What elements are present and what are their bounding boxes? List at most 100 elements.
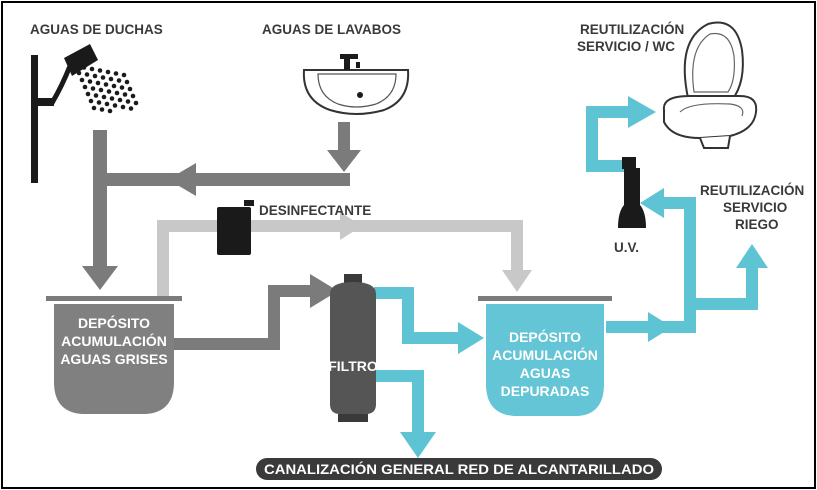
- pipe-disinfectant-down: [511, 220, 523, 276]
- shower-drop: [133, 100, 139, 106]
- shower-drop: [116, 78, 122, 83]
- label-reuse-irrigation-3: RIEGO: [735, 217, 779, 232]
- filter-unit: [330, 274, 376, 422]
- shower-drop: [88, 98, 94, 104]
- toilet-icon: [662, 21, 758, 149]
- shower-drop: [97, 68, 103, 73]
- pipe-tank-to-filter-1: [172, 338, 268, 350]
- clean-pipes: [374, 96, 768, 458]
- shower-drop: [121, 72, 127, 78]
- shower-drop: [120, 104, 126, 110]
- shower-drop: [103, 82, 109, 87]
- grey-tank-line-1: DEPÓSITO: [78, 314, 150, 331]
- arrow-into-clean-tank-cyan: [458, 322, 484, 354]
- pipe-filter-to-sewer-v: [412, 370, 424, 436]
- label-uv: U.V.: [614, 240, 639, 255]
- shower-drop: [113, 71, 119, 76]
- shower-drop: [93, 93, 99, 98]
- grey-tank-line-3: AGUAS GRISES: [60, 351, 167, 367]
- sink-icon: [302, 54, 410, 115]
- shower-drop: [98, 87, 104, 93]
- arrow-irrigation-up: [736, 244, 768, 268]
- shower-drop: [128, 106, 134, 111]
- shower-drop: [124, 79, 130, 85]
- pipe-tank-to-filter-3: [268, 285, 316, 297]
- shower-drop: [73, 63, 79, 69]
- arrow-into-sewer: [400, 432, 436, 458]
- shower-drop: [109, 96, 115, 101]
- arrow-left: [168, 163, 196, 196]
- arrow-disinfectant-right: [340, 212, 362, 240]
- pipe-shower-down: [93, 130, 107, 270]
- label-showers: AGUAS DE DUCHAS: [30, 22, 163, 37]
- shower-drop: [76, 70, 82, 76]
- pipe-uv-to-wc-v: [586, 106, 598, 172]
- shower-drop: [87, 79, 93, 84]
- label-reuse-irrigation-1: REUTILIZACIÓN: [700, 183, 804, 198]
- shower-drop: [107, 108, 113, 114]
- sewer-banner: [256, 458, 662, 480]
- shower-drop: [104, 101, 110, 107]
- clean-tank-line-2: ACUMULACIÓN: [492, 346, 598, 363]
- clean-tank-line-3: AGUAS: [520, 365, 571, 381]
- shower-icon: [31, 44, 139, 183]
- pipe-disinfectant-up: [157, 220, 169, 300]
- shower-drop: [130, 93, 136, 99]
- shower-drop: [101, 94, 107, 100]
- pipe-to-irrigation-h: [684, 298, 748, 310]
- shower-drop: [85, 91, 91, 97]
- filter-label: FILTRO: [328, 358, 378, 374]
- label-disinfectant: DESINFECTANTE: [259, 203, 371, 218]
- shower-drop: [81, 65, 87, 70]
- grey-water-tank: [46, 296, 182, 414]
- shower-drop: [112, 103, 118, 108]
- pipe-clean-tank-out: [606, 321, 686, 333]
- label-reuse-wc-2: SERVICIO / WC: [577, 39, 675, 54]
- pipe-uv-to-wc-top: [586, 106, 636, 118]
- grey-pipes: [82, 122, 361, 350]
- shower-drop: [127, 86, 133, 92]
- shower-drop: [96, 100, 102, 105]
- pipe-riser: [684, 197, 696, 333]
- arrow-into-wc: [628, 96, 656, 128]
- shower-drop: [100, 75, 106, 80]
- label-reuse-wc-1: REUTILIZACIÓN: [580, 22, 684, 37]
- grey-tank-line-2: ACUMULACIÓN: [61, 332, 167, 349]
- label-sinks: AGUAS DE LAVABOS: [262, 22, 401, 37]
- shower-drop: [108, 76, 114, 82]
- shower-drop: [90, 86, 96, 91]
- pipe-filter-to-sewer-h: [374, 370, 424, 382]
- clean-water-tank: [478, 296, 612, 416]
- shower-drop: [111, 83, 117, 89]
- pipe-filter-down: [402, 287, 414, 344]
- shower-drop: [117, 97, 123, 103]
- clean-tank-line-1: DEPÓSITO: [509, 328, 581, 345]
- arrow-into-uv: [640, 188, 664, 218]
- sewer-banner-text: CANALIZACIÓN GENERAL RED DE ALCANTARILLA…: [264, 460, 654, 477]
- arrow-into-grey-tank: [82, 266, 118, 290]
- pipe-tank-to-filter-2: [268, 285, 280, 350]
- shower-drop: [105, 69, 111, 75]
- shower-drop: [125, 99, 131, 104]
- uv-unit-icon: [618, 157, 646, 228]
- arrow-into-clean-tank: [502, 270, 532, 292]
- shower-drop: [114, 90, 120, 96]
- clean-tank-line-4: DEPURADAS: [501, 383, 590, 399]
- shower-drop: [79, 77, 85, 83]
- shower-drop: [92, 73, 98, 79]
- shower-drop: [95, 80, 101, 86]
- shower-drop: [99, 107, 105, 112]
- shower-drop: [91, 105, 97, 111]
- shower-drop: [89, 66, 95, 72]
- label-reuse-irrigation-2: SERVICIO: [723, 200, 787, 215]
- pipe-to-irrigation-v: [746, 262, 758, 310]
- disinfectant-canister-icon: [217, 200, 254, 255]
- shower-drop: [82, 84, 88, 90]
- shower-drop: [84, 72, 90, 77]
- arrow-into-filter: [310, 274, 338, 308]
- arrow-sink-down: [327, 150, 361, 172]
- arrow-out-right: [648, 312, 672, 342]
- shower-drop: [119, 85, 125, 90]
- pipe-sink-to-shower: [100, 173, 350, 186]
